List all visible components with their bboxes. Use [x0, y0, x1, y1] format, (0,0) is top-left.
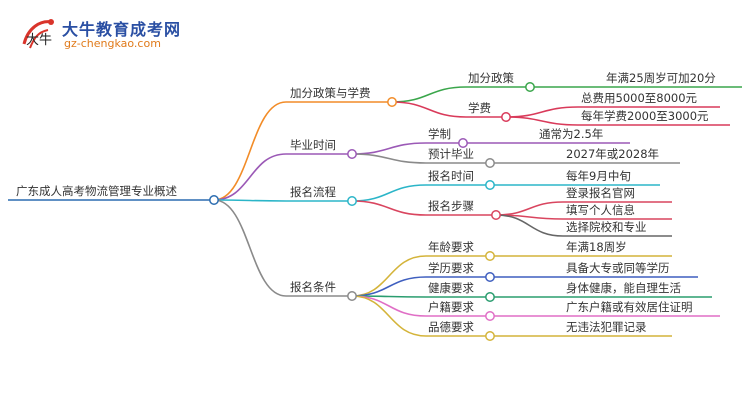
child-label-2-1: 报名步骤: [428, 199, 474, 213]
child-label-3-0: 年龄要求: [428, 240, 474, 254]
branch-label-1: 毕业时间: [290, 138, 336, 152]
child-dot-0-0[interactable]: [525, 82, 535, 92]
leaf-label-1-1-0: 2027年或2028年: [566, 147, 659, 161]
root-node-dot[interactable]: [209, 195, 219, 205]
logo-url: gz-chengkao.com: [64, 37, 161, 50]
child-dot-3-4[interactable]: [485, 331, 495, 341]
branch-dot-1[interactable]: [347, 149, 357, 159]
child-connector-2-0: [351, 184, 427, 202]
branch-label-0: 加分政策与学费: [290, 86, 371, 100]
child-label-2-0: 报名时间: [428, 169, 474, 183]
logo-mark-icon: 大牛: [22, 19, 54, 49]
leaf-label-0-1-1: 每年学费2000至3000元: [581, 109, 709, 123]
child-label-3-1: 学历要求: [428, 261, 474, 275]
child-label-3-4: 品德要求: [428, 320, 474, 334]
leaf-connector-2-1-2: [495, 214, 564, 237]
leaf-label-2-0-0: 每年9月中旬: [566, 169, 631, 183]
leaf-label-1-0-0: 通常为2.5年: [539, 127, 603, 141]
site-logo: 大牛 大牛教育成考网 gz-chengkao.com: [18, 14, 198, 54]
child-connector-0-1: [391, 101, 467, 118]
logo-title: 大牛教育成考网: [62, 20, 182, 39]
leaf-label-3-1-0: 具备大专或同等学历: [566, 261, 670, 275]
child-connector-3-3: [351, 295, 427, 317]
child-dot-3-3[interactable]: [485, 311, 495, 321]
child-label-3-2: 健康要求: [428, 281, 474, 295]
branch-label-3: 报名条件: [290, 280, 336, 294]
leaf-label-2-1-1: 填写个人信息: [566, 203, 635, 217]
child-dot-2-1[interactable]: [491, 210, 501, 220]
root-node-label: 广东成人高考物流管理专业概述: [16, 184, 177, 198]
child-connector-2-1: [351, 200, 427, 216]
branch-connector-3: [213, 199, 287, 297]
branch-connector-0: [213, 101, 287, 201]
branch-dot-2[interactable]: [347, 196, 357, 206]
child-dot-3-0[interactable]: [485, 251, 495, 261]
child-dot-1-1[interactable]: [485, 158, 495, 168]
child-label-1-1: 预计毕业: [428, 147, 474, 161]
branch-connector-1: [213, 153, 287, 201]
leaf-label-0-1-0: 总费用5000至8000元: [581, 91, 698, 105]
leaf-connector-0-1-1: [505, 116, 579, 126]
child-label-0-0: 加分政策: [468, 71, 514, 85]
child-dot-1-0[interactable]: [458, 138, 468, 148]
leaf-label-0-0-0: 年满25周岁可加20分: [606, 71, 716, 85]
child-connector-1-0: [351, 142, 427, 155]
child-dot-3-2[interactable]: [485, 292, 495, 302]
leaf-label-3-4-0: 无违法犯罪记录: [566, 320, 647, 334]
branch-connector-2: [213, 199, 287, 202]
child-label-1-0: 学制: [428, 127, 451, 141]
child-connector-3-1: [351, 276, 427, 297]
leaf-label-3-2-0: 身体健康，能自理生活: [566, 281, 681, 295]
leaf-label-3-0-0: 年满18周岁: [566, 240, 627, 254]
child-connector-0-0: [391, 86, 467, 103]
branch-label-2: 报名流程: [290, 185, 336, 199]
branch-dot-0[interactable]: [387, 97, 397, 107]
child-connector-1-1: [351, 153, 427, 164]
leaf-label-2-1-2: 选择院校和专业: [566, 220, 647, 234]
child-connector-3-4: [351, 295, 427, 337]
child-dot-0-1[interactable]: [501, 112, 511, 122]
leaf-label-3-3-0: 广东户籍或有效居住证明: [566, 300, 693, 314]
logo-mark-text: 大牛: [26, 33, 52, 48]
child-dot-3-1[interactable]: [485, 272, 495, 282]
leaf-label-2-1-0: 登录报名官网: [566, 186, 635, 200]
child-label-0-1: 学费: [468, 101, 491, 115]
leaf-connector-2-1-0: [495, 201, 564, 216]
child-label-3-3: 户籍要求: [428, 300, 474, 314]
leaf-connector-0-1-0: [505, 106, 579, 118]
child-dot-2-0[interactable]: [485, 180, 495, 190]
branch-dot-3[interactable]: [347, 291, 357, 301]
child-connector-3-0: [351, 255, 427, 297]
